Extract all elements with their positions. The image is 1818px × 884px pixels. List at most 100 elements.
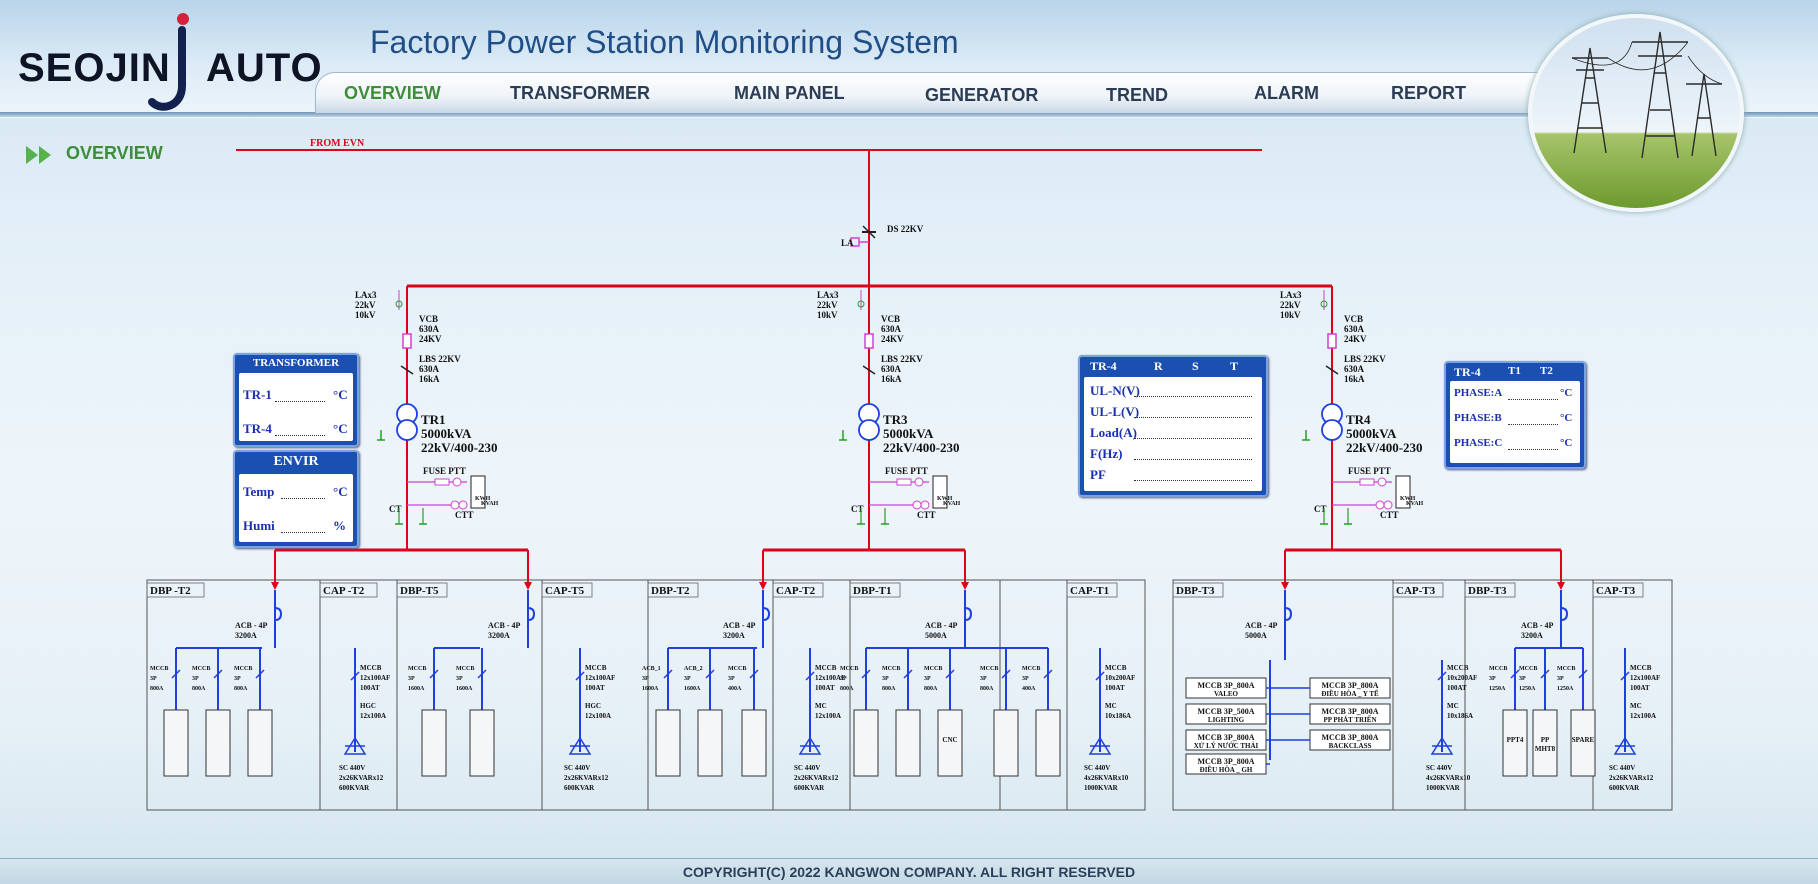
mccb-load-label: MCCB 3P_800A	[1321, 733, 1378, 742]
nav-trend[interactable]: TREND	[1106, 85, 1168, 105]
load-box	[163, 709, 189, 777]
section-title: DBP-T1	[853, 585, 892, 597]
acb-label: ACB - 4P	[723, 621, 756, 630]
vcb-label: 630A	[1344, 324, 1365, 334]
load-box	[741, 709, 767, 777]
arrow-icon	[961, 582, 969, 590]
tr-name: TR3	[883, 412, 908, 427]
panel-row-label: PHASE:C	[1454, 437, 1503, 449]
breaker-label: ACB_2	[684, 666, 703, 672]
panel-row-label: TR-4	[243, 421, 272, 436]
mccb-load-name: LIGHTING	[1208, 716, 1245, 724]
breaker-label: 3P	[840, 676, 847, 682]
cap-mc-label: MC	[1105, 702, 1117, 710]
breaker-label: MCCB	[882, 666, 900, 672]
mccb-load-name: BACKCLASS	[1329, 742, 1372, 750]
breaker-label: 3P	[882, 676, 889, 682]
breaker-label: 3P	[728, 676, 735, 682]
breaker-label: MCCB	[408, 666, 426, 672]
panel-row-unit: °C	[333, 387, 348, 402]
value-field	[1134, 459, 1252, 460]
value-field	[1134, 480, 1252, 481]
load-box	[697, 709, 723, 777]
breaker-icon	[1510, 669, 1520, 679]
section-frame	[146, 579, 1001, 811]
section-title-box	[1066, 582, 1118, 598]
cap-mc-label: 12x100A	[1630, 712, 1656, 720]
breaker-icon	[705, 669, 715, 679]
nav-alarm[interactable]: ALARM	[1254, 83, 1319, 103]
cap-mccb-label: MCCB	[1447, 664, 1469, 672]
breaker-label: 800A	[192, 686, 206, 692]
panel-row-unit: %	[333, 518, 346, 533]
cap-sc-label: SC 440V	[564, 764, 590, 772]
cap-mccb-label: MCCB	[1105, 664, 1127, 672]
lax3-label: 10kV	[1280, 310, 1301, 320]
breaker-icon	[1001, 669, 1011, 679]
ds-symbol	[862, 225, 876, 239]
value-field	[281, 532, 325, 533]
value-field	[281, 498, 325, 499]
lbs-label: 16kA	[881, 374, 902, 384]
breaker-icon	[861, 669, 871, 679]
load-label: SPARE	[1572, 736, 1595, 744]
cap-mc-label: 12x100A	[360, 712, 386, 720]
mccb-load-label: MCCB 3P_500A	[1197, 707, 1254, 716]
meter-kwh: KWH	[475, 496, 491, 502]
breaker-icon	[1578, 669, 1588, 679]
logo-text-left: SEOJIN	[18, 46, 171, 90]
section-title-box	[541, 582, 593, 598]
ctt-icon	[920, 500, 930, 510]
load-box	[655, 709, 681, 777]
lax3-label: 10kV	[817, 310, 838, 320]
tr-name: TR4	[1346, 412, 1371, 427]
lbs-symbol	[400, 365, 414, 375]
panel-row-label: TR-1	[243, 387, 272, 402]
acb-icon	[1284, 607, 1293, 621]
cap-mc-label: MC	[1630, 702, 1642, 710]
section-frame	[647, 579, 1146, 811]
panel-row-label: Humi	[243, 518, 275, 533]
cap-breaker-icon	[1437, 671, 1447, 681]
fuse-icon	[1359, 478, 1375, 486]
mccb-load-name: PP PHÁT TRIỂN	[1323, 716, 1376, 724]
cap-mccb-label: 12x100AF	[360, 674, 390, 682]
vcb-label: 630A	[419, 324, 440, 334]
panel-row-label: F(Hz)	[1090, 446, 1123, 461]
breaker-label: 1600A	[642, 686, 659, 692]
panel-row-label: UL-N(V)	[1090, 383, 1140, 398]
lbs-label: 630A	[419, 364, 440, 374]
panel-col-header: T2	[1540, 365, 1553, 377]
logo-mark-icon	[148, 13, 189, 111]
section-frame	[1172, 579, 1673, 811]
breaker-label: 1600A	[684, 686, 701, 692]
acb-label: ACB - 4P	[1521, 621, 1554, 630]
ptt-icon	[452, 477, 462, 487]
ctt-icon	[1383, 500, 1393, 510]
section-title-box	[319, 582, 378, 598]
section-title: CAP -T2	[323, 585, 365, 597]
meter-box	[1395, 475, 1411, 509]
ct-label: CT	[389, 504, 402, 514]
nav-main-panel[interactable]: MAIN PANEL	[734, 83, 845, 103]
nav-report[interactable]: REPORT	[1391, 83, 1467, 103]
breaker-label: MCCB	[1519, 666, 1537, 672]
cap-mccb-label: 100AT	[1447, 684, 1467, 692]
panel-col-header: T	[1230, 359, 1239, 373]
cap-breaker-icon	[350, 671, 360, 681]
cap-mccb-label: 100AT	[360, 684, 380, 692]
lbs-symbol	[1325, 365, 1339, 375]
nav-generator[interactable]: GENERATOR	[925, 85, 1039, 105]
ptt-icon	[1377, 477, 1387, 487]
nav-transformer[interactable]: TRANSFORMER	[510, 83, 650, 103]
breaker-label: 3P	[1519, 676, 1526, 682]
vcb-icon	[864, 333, 874, 349]
ctt-icon	[1375, 500, 1385, 510]
breaker-label: MCCB	[234, 666, 252, 672]
tr-rating: 5000kVA	[421, 426, 472, 441]
ctt-label: CTT	[455, 510, 474, 520]
panel-row-unit: °C	[1560, 387, 1573, 399]
nav-overview[interactable]: OVERVIEW	[344, 83, 441, 103]
panel-title: TR-4	[1454, 365, 1481, 379]
